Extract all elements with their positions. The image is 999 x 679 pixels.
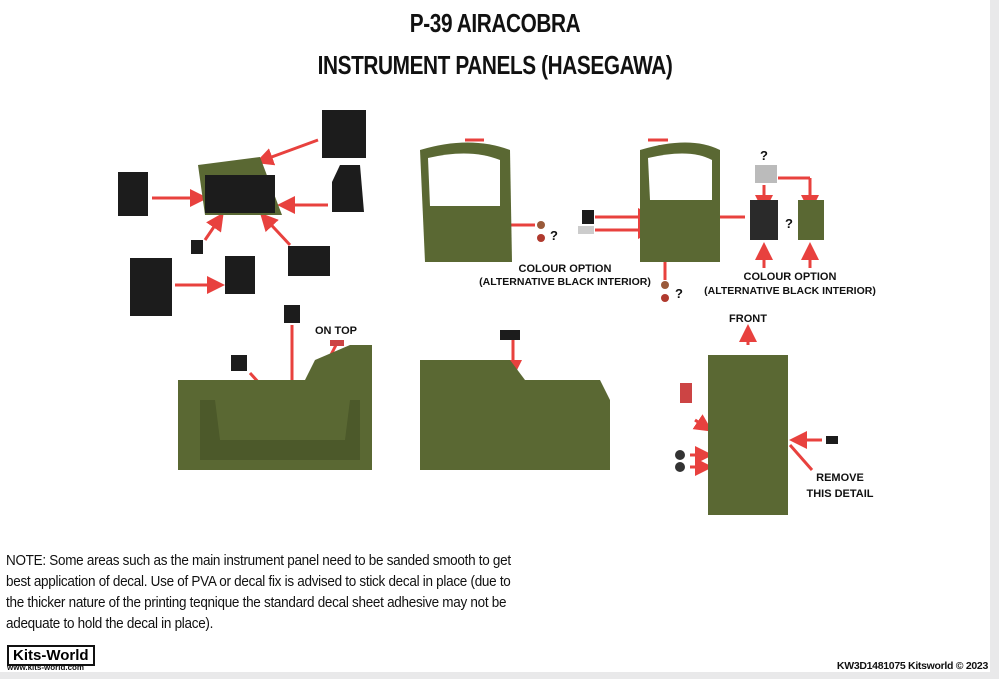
cockpit-side-right bbox=[420, 360, 610, 470]
door-right-window bbox=[648, 153, 712, 200]
box-black-option bbox=[750, 200, 778, 240]
colour-option-label: COLOUR OPTION bbox=[519, 263, 612, 275]
front-label: FRONT bbox=[729, 313, 767, 325]
panel-decal-upper bbox=[322, 110, 366, 158]
panel-decal-right bbox=[332, 165, 364, 212]
kits-world-logo: Kits-World bbox=[7, 645, 95, 666]
alt-black-label: (ALTERNATIVE BLACK INTERIOR) bbox=[479, 276, 651, 288]
decal bbox=[330, 340, 344, 346]
remove-label: REMOVE bbox=[816, 472, 864, 484]
on-top-label: ON TOP bbox=[315, 325, 357, 337]
decal bbox=[826, 436, 838, 444]
decal bbox=[284, 305, 300, 323]
decal bbox=[675, 450, 685, 460]
remove-label: THIS DETAIL bbox=[806, 488, 873, 500]
knob-decal bbox=[661, 281, 669, 289]
switch-decal bbox=[582, 210, 594, 224]
knob-decal bbox=[537, 221, 545, 229]
alt-black-label: (ALTERNATIVE BLACK INTERIOR) bbox=[704, 285, 876, 297]
cockpit-floor bbox=[708, 355, 788, 515]
door-left-window bbox=[428, 153, 500, 206]
small-decal bbox=[191, 240, 203, 254]
page-subtitle: INSTRUMENT PANELS (HASEGAWA) bbox=[317, 50, 673, 80]
panel-decal-lower-right bbox=[288, 246, 330, 276]
question-mark: ? bbox=[550, 228, 558, 243]
cockpit-detail bbox=[200, 400, 360, 460]
cockpit-side-left bbox=[178, 345, 372, 470]
knob-decal bbox=[661, 294, 669, 302]
decal bbox=[675, 462, 685, 472]
knob-decal bbox=[537, 234, 545, 242]
switch-decal bbox=[578, 226, 594, 234]
question-mark: ? bbox=[675, 286, 683, 301]
note-text: NOTE: Some areas such as the main instru… bbox=[6, 553, 511, 632]
main-instrument-panel-decal bbox=[205, 175, 275, 213]
logo-url: www.kits-world.com bbox=[7, 663, 85, 672]
box-decal bbox=[755, 165, 777, 183]
decal bbox=[231, 355, 247, 371]
decal bbox=[500, 330, 520, 340]
panel-decal-lower bbox=[225, 256, 255, 294]
question-mark: ? bbox=[785, 216, 793, 231]
panel-decal-lower-left bbox=[130, 258, 172, 316]
panel-decal-left bbox=[118, 172, 148, 216]
product-code: KW3D1481075 Kitsworld © 2023 bbox=[836, 660, 988, 672]
question-mark: ? bbox=[760, 148, 768, 163]
colour-option-label: COLOUR OPTION bbox=[744, 271, 837, 283]
page-title: P-39 AIRACOBRA bbox=[409, 8, 581, 38]
decal bbox=[680, 383, 692, 403]
box-olive-option bbox=[798, 200, 824, 240]
